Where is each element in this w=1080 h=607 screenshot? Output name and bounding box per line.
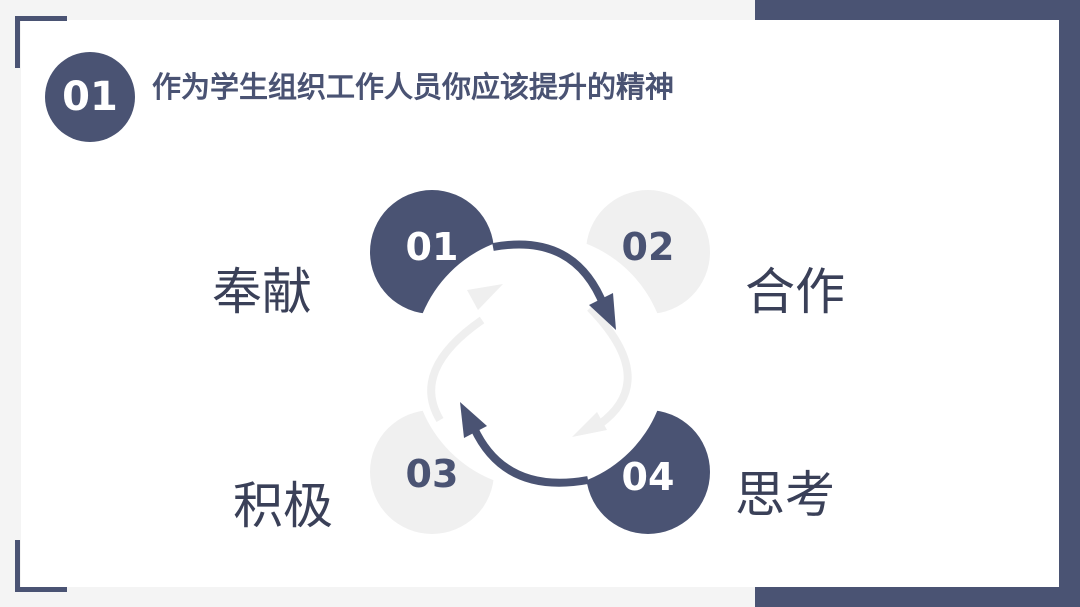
arrowhead-navy-bottom-icon bbox=[460, 402, 487, 438]
arrowhead-light-right-icon bbox=[572, 412, 607, 437]
step-number-04: 04 bbox=[621, 455, 675, 499]
step-label-04: 思考 bbox=[735, 466, 835, 524]
arrowhead-light-left-icon bbox=[467, 284, 503, 310]
section-badge: 01 bbox=[45, 52, 135, 142]
corner-bracket-top-left bbox=[15, 16, 67, 68]
arc-light-left bbox=[427, 316, 485, 423]
step-number-02: 02 bbox=[621, 225, 675, 269]
arc-light-right bbox=[587, 305, 632, 428]
step-label-02: 合作 bbox=[745, 263, 845, 321]
arrowhead-navy-top-icon bbox=[589, 293, 616, 330]
arc-navy-bottom bbox=[470, 426, 589, 487]
step-label-03: 积极 bbox=[233, 477, 333, 535]
page-title: 作为学生组织工作人员你应该提升的精神 bbox=[152, 70, 675, 104]
arc-navy-top bbox=[492, 240, 608, 308]
corner-bracket-bottom-left bbox=[15, 540, 67, 592]
step-number-01: 01 bbox=[405, 225, 459, 269]
step-label-01: 奉献 bbox=[212, 263, 312, 321]
step-number-03: 03 bbox=[405, 452, 459, 496]
